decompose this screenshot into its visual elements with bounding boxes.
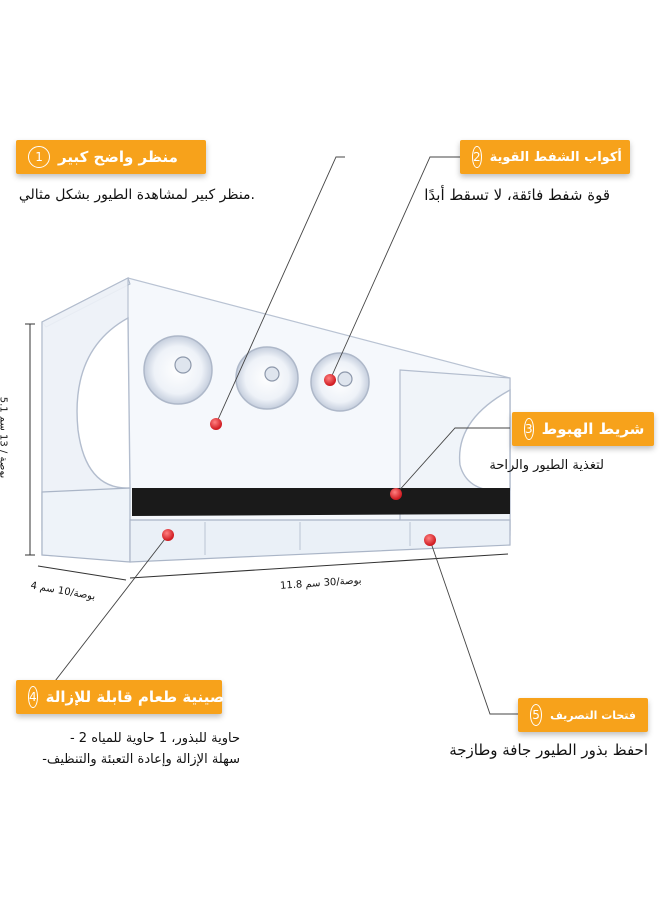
indicator-dots: [162, 374, 436, 546]
dimension-lines: [25, 323, 509, 581]
callout-2-number: 2: [472, 146, 482, 168]
callout-4-title: صينية طعام قابلة للإزالة: [45, 688, 225, 706]
dimension-height-label: بوصة / 13 سم 5.1: [0, 396, 9, 479]
callout-4-description: حاوية للبذور، 1 حاوية للمياه 2 - سهلة ال…: [42, 731, 240, 767]
callout-1-number: 1: [28, 146, 50, 168]
callout-2-title: أكواب الشفط القوية: [489, 149, 622, 165]
callout-2-badge: أكواب الشفط القوية 2: [460, 140, 630, 174]
callout-2-description: قوة شفط فائقة، لا تسقط أبدًا: [424, 186, 610, 204]
suction-cup-middle: [235, 346, 299, 410]
callout-1-badge: منظر واضح كبير 1: [16, 140, 206, 174]
suction-cup-right: [310, 352, 370, 412]
callout-5-title: فتحات التصريف: [550, 708, 636, 722]
callout-3-number: 3: [524, 418, 534, 440]
callout-4-badge: صينية طعام قابلة للإزالة 4: [16, 680, 225, 714]
callout-3-badge: شريط الهبوط 3: [512, 412, 654, 446]
callout-5-number: 5: [530, 704, 543, 726]
callout-5-description: احفظ بذور الطيور جافة وطازجة: [449, 741, 648, 759]
suction-cup-left: [143, 335, 213, 405]
callout-3-title: شريط الهبوط: [541, 420, 645, 438]
callout-4-number: 4: [28, 686, 38, 708]
callout-1-description: .منظر كبير لمشاهدة الطيور بشكل مثالي: [18, 187, 255, 203]
callout-5-badge: فتحات التصريف 5: [518, 698, 648, 732]
callout-1-title: منظر واضح كبير: [58, 148, 178, 166]
callout-3-description: لتغذية الطيور والراحة: [489, 458, 604, 473]
landing-strip: [132, 488, 510, 516]
